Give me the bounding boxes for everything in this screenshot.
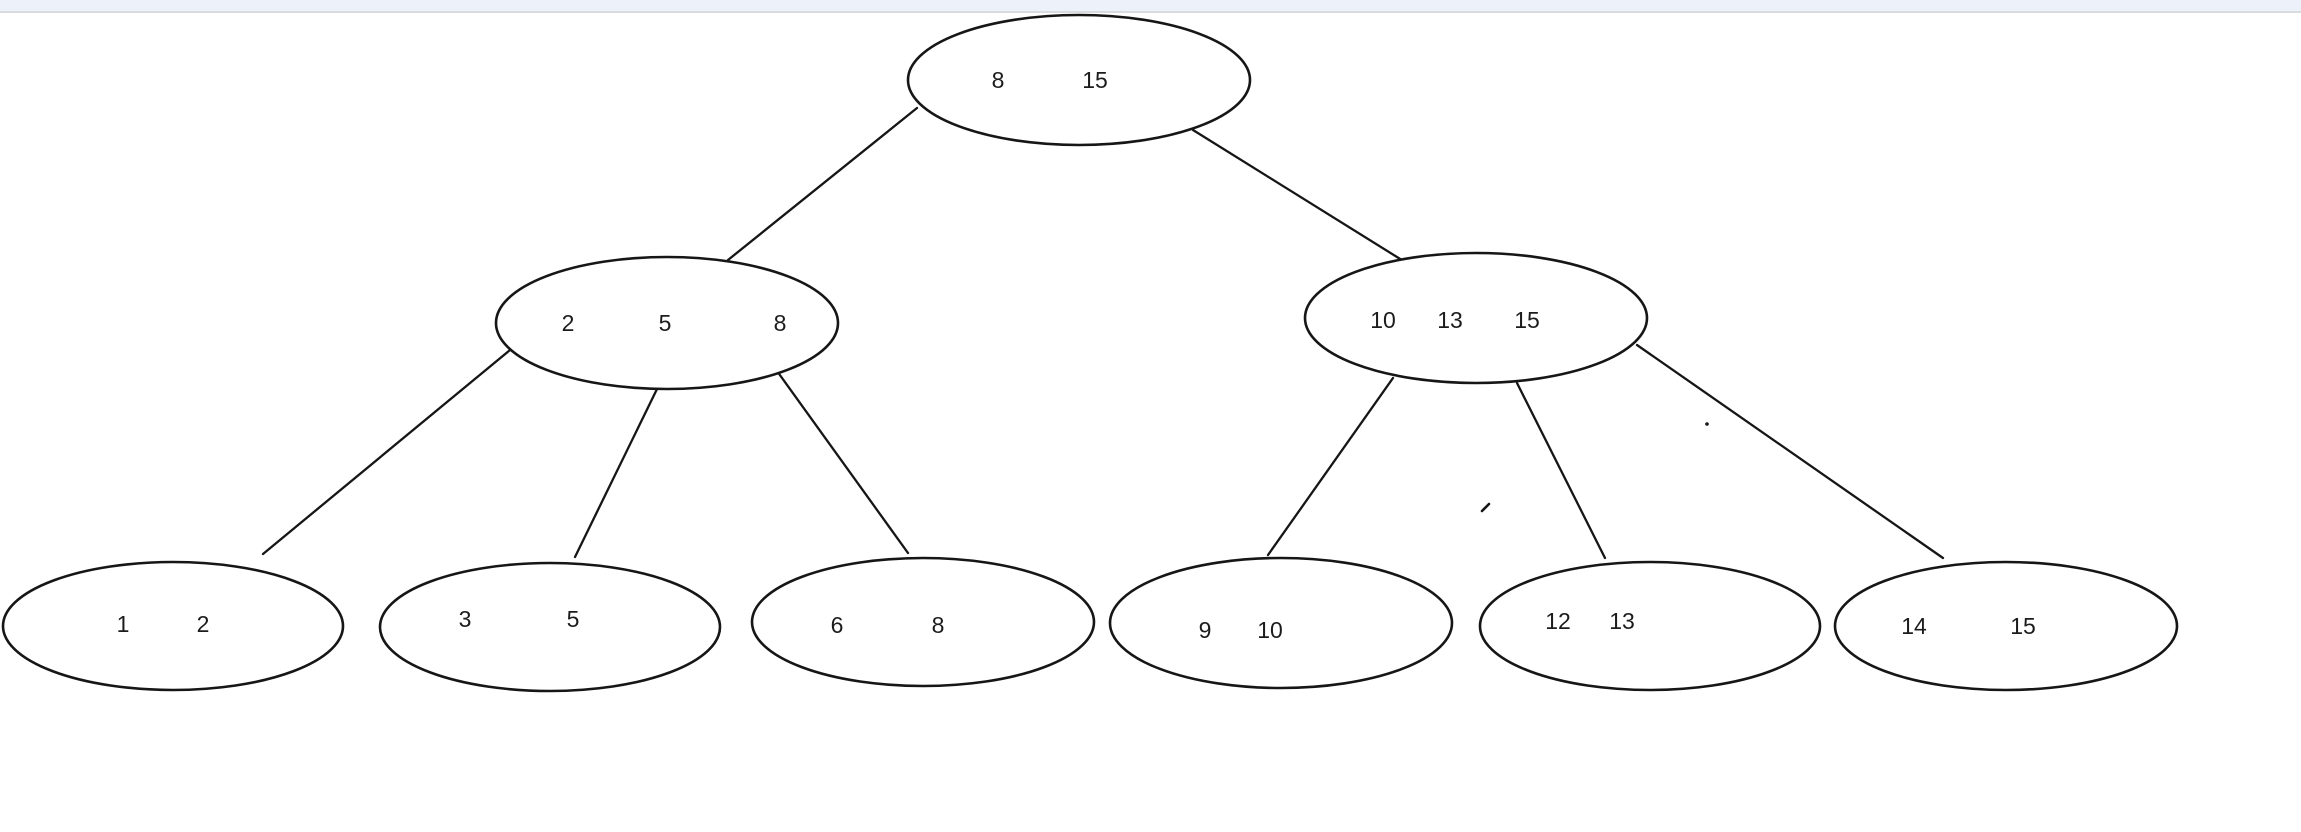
- node-key-label[interactable]: 13: [1609, 608, 1635, 634]
- stray-ink-dot: [1705, 422, 1709, 426]
- node-key-label[interactable]: 1: [117, 611, 130, 637]
- node-ellipse-internal-left[interactable]: [494, 255, 840, 391]
- tree-edge-internal-left-to-leaf-1[interactable]: [261, 348, 512, 556]
- node-ellipse-leaf-2[interactable]: [378, 561, 722, 693]
- tree-node-leaf-6[interactable]: 14 15: [1833, 560, 2179, 692]
- node-key-label[interactable]: 10: [1257, 617, 1283, 643]
- node-ellipse-leaf-5[interactable]: [1478, 560, 1822, 692]
- tree-edge-internal-right-to-leaf-5[interactable]: [1515, 381, 1607, 560]
- node-ellipse-leaf-3[interactable]: [750, 556, 1096, 688]
- tree-edge-internal-left-to-leaf-3[interactable]: [775, 369, 910, 555]
- window-top-strip: [0, 0, 2301, 13]
- node-ellipse-leaf-1[interactable]: [1, 560, 345, 692]
- node-ellipse-root[interactable]: [906, 13, 1252, 147]
- node-key-label[interactable]: 5: [659, 310, 672, 336]
- node-key-label[interactable]: 8: [932, 612, 945, 638]
- tree-edge-internal-right-to-leaf-4[interactable]: [1266, 376, 1395, 557]
- stray-ink-tick: [1480, 502, 1491, 513]
- node-ellipse-leaf-6[interactable]: [1833, 560, 2179, 692]
- node-key-label[interactable]: 3: [459, 606, 472, 632]
- node-key-label[interactable]: 15: [2010, 613, 2036, 639]
- node-key-label[interactable]: 15: [1082, 67, 1108, 93]
- node-key-label[interactable]: 2: [562, 310, 575, 336]
- tree-node-leaf-5[interactable]: 12 13: [1478, 560, 1822, 692]
- node-key-label[interactable]: 2: [197, 611, 210, 637]
- tree-edge-internal-left-to-leaf-2[interactable]: [573, 385, 660, 559]
- node-key-label[interactable]: 9: [1199, 617, 1212, 643]
- node-key-label[interactable]: 6: [831, 612, 844, 638]
- node-key-label[interactable]: 12: [1545, 608, 1571, 634]
- node-key-label[interactable]: 14: [1901, 613, 1927, 639]
- tree-node-internal-right[interactable]: 10 13 15: [1303, 251, 1649, 385]
- node-key-label[interactable]: 8: [992, 67, 1005, 93]
- tree-node-internal-left[interactable]: 2 5 8: [494, 255, 840, 391]
- node-key-label[interactable]: 15: [1514, 307, 1540, 333]
- node-key-label[interactable]: 13: [1437, 307, 1463, 333]
- node-key-label[interactable]: 10: [1370, 307, 1396, 333]
- node-key-label[interactable]: 5: [567, 606, 580, 632]
- node-key-label[interactable]: 8: [774, 310, 787, 336]
- tree-edge-internal-right-to-leaf-6[interactable]: [1635, 343, 1945, 560]
- tree-edge-root-to-internal-right[interactable]: [1191, 128, 1407, 264]
- node-ellipse-leaf-4[interactable]: [1108, 556, 1454, 690]
- tree-node-leaf-4[interactable]: 9 10: [1108, 556, 1454, 690]
- tree-edge-root-to-internal-left[interactable]: [726, 106, 919, 262]
- node-ellipse-internal-right[interactable]: [1303, 251, 1649, 385]
- tree-node-root[interactable]: 8 15: [906, 13, 1252, 147]
